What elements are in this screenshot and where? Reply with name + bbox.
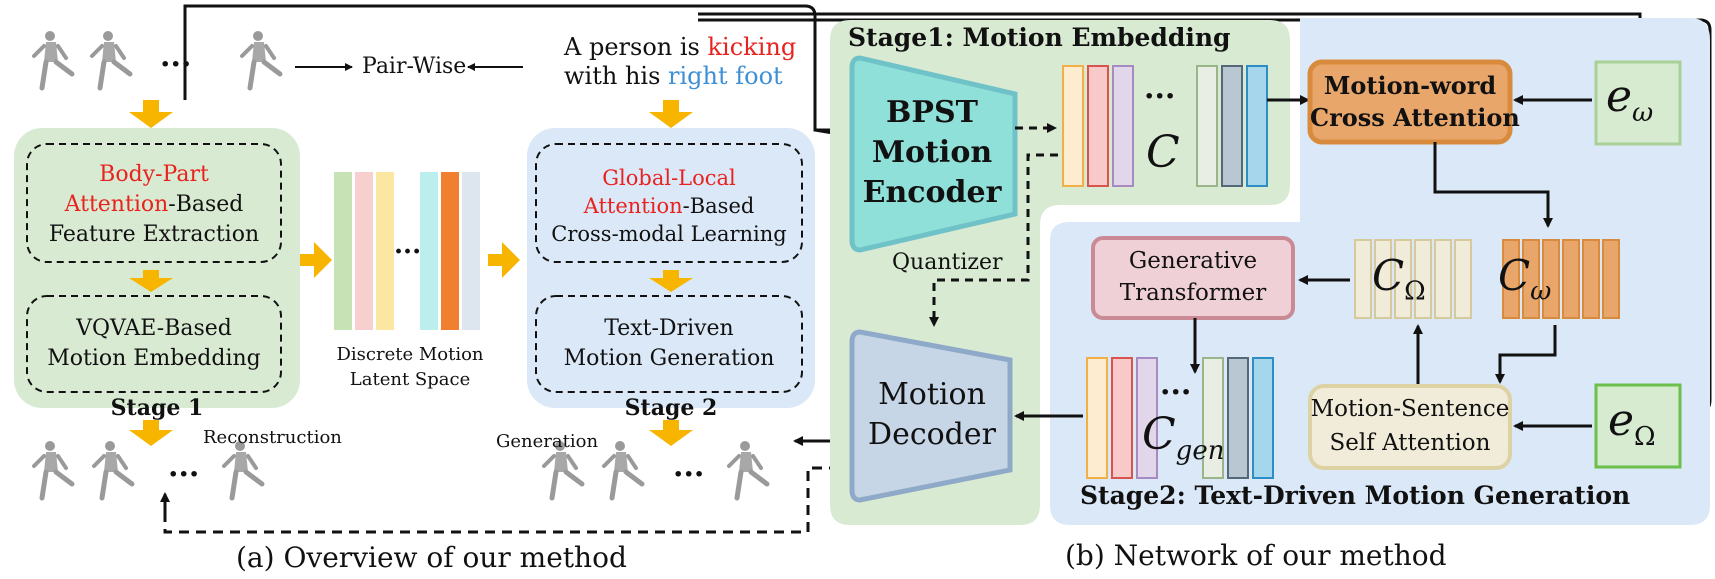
stage1-label: Stage 1 bbox=[110, 395, 204, 421]
e-omega-label: eω bbox=[1606, 71, 1654, 128]
c-omega-label: Cω bbox=[1498, 251, 1552, 307]
encoder-line2: Motion bbox=[871, 135, 993, 170]
cgen-bars bbox=[1086, 357, 1274, 479]
orange-flow-arrows bbox=[129, 100, 693, 446]
self-attention-line2: Self Attention bbox=[1329, 430, 1491, 456]
human-pose-figure-icon bbox=[94, 441, 132, 498]
human-pose-figure-icon bbox=[729, 441, 767, 498]
c-label: C bbox=[1146, 127, 1180, 178]
encoder-line1: BPST bbox=[886, 95, 978, 130]
pairwise-label: Pair-Wise bbox=[362, 54, 467, 79]
c-Omega-label: CΩ bbox=[1372, 251, 1426, 307]
stage2-box2-line2: Motion Generation bbox=[563, 346, 775, 371]
stage1-box1-line3: Feature Extraction bbox=[48, 222, 260, 247]
caption-b: (b) Network of our method bbox=[1065, 539, 1447, 572]
cross-attention-line1: Motion-word bbox=[1323, 71, 1497, 100]
human-pose-figure-icon bbox=[34, 31, 72, 88]
bottom-pose-figures bbox=[34, 441, 767, 498]
gen-transformer-line1: Generative bbox=[1128, 248, 1258, 274]
human-pose-figure-icon bbox=[34, 441, 72, 498]
bottom-dots-left: ··· bbox=[168, 457, 200, 492]
stage2-crossmodal-box bbox=[535, 143, 803, 263]
stage1-box1-line2: Attention-Based bbox=[64, 192, 244, 217]
human-pose-figure-icon bbox=[604, 441, 642, 498]
c-dots: ··· bbox=[1144, 79, 1176, 114]
stage2-box1-line2: Attention-Based bbox=[583, 194, 755, 218]
caption-a: (a) Overview of our method bbox=[236, 541, 627, 574]
stage2-label: Stage 2 bbox=[624, 395, 718, 421]
prompt-line2: with his right foot bbox=[564, 62, 783, 90]
top-pose-figures bbox=[34, 31, 280, 88]
motion-decoder-shape bbox=[849, 329, 1013, 503]
latent-dots: ··· bbox=[394, 237, 422, 267]
human-pose-figure-icon bbox=[92, 31, 130, 88]
latent-label-line2: Latent Space bbox=[349, 369, 471, 390]
c-omega-bars bbox=[1502, 239, 1620, 319]
quantizer-label: Quantizer bbox=[892, 250, 1003, 275]
cgen-label: Cgen bbox=[1142, 409, 1225, 466]
e-Omega-label: eΩ bbox=[1608, 395, 1656, 452]
stage2-generation-box bbox=[535, 295, 803, 393]
stage2-box1-line3: Cross-modal Learning bbox=[551, 222, 787, 246]
latent-space-bars bbox=[334, 172, 480, 330]
bpst-encoder-shape bbox=[849, 55, 1018, 253]
network-stage2-title: Stage2: Text-Driven Motion Generation bbox=[1080, 481, 1631, 510]
stage1-box2-line1: VQVAE-Based bbox=[76, 316, 232, 341]
generation-label: Generation bbox=[496, 431, 599, 452]
stage1-box2-line2: Motion Embedding bbox=[47, 346, 261, 371]
reconstruction-label: Reconstruction bbox=[203, 427, 342, 448]
self-attention-box bbox=[1308, 384, 1512, 470]
bottom-dots-right: ··· bbox=[673, 457, 705, 492]
codebook-bars-c bbox=[1062, 65, 1268, 187]
reconstruction-loop-line bbox=[163, 466, 850, 534]
decoder-line2: Decoder bbox=[868, 417, 996, 452]
stage1-vqvae-box bbox=[26, 295, 282, 393]
top-loop-line bbox=[183, 4, 840, 132]
gen-transformer-line2: Transformer bbox=[1119, 280, 1267, 306]
top-dots: ··· bbox=[160, 47, 192, 82]
e-omega-box bbox=[1594, 60, 1682, 146]
stage2-box2-line1: Text-Driven bbox=[604, 316, 734, 341]
stage1-box1-line1: Body-Part bbox=[99, 162, 209, 187]
e-Omega-box bbox=[1594, 383, 1682, 469]
cross-attention-box bbox=[1307, 59, 1513, 145]
stage1-feature-box bbox=[26, 143, 282, 263]
encoder-line3: Encoder bbox=[862, 175, 1002, 210]
cross-attention-line2: Cross Attention bbox=[1310, 103, 1520, 132]
stage2-panel bbox=[527, 128, 815, 408]
latent-label-line1: Discrete Motion bbox=[336, 344, 484, 365]
network-stage1-title: Stage1: Motion Embedding bbox=[848, 23, 1231, 52]
c-Omega-bars bbox=[1354, 239, 1472, 319]
prompt-line1: A person is kicking bbox=[564, 33, 797, 61]
generative-transformer-box bbox=[1091, 236, 1295, 320]
stage2-box1-line1: Global-Local bbox=[602, 166, 736, 190]
cgen-dots: ··· bbox=[1160, 375, 1192, 410]
quantizer-path bbox=[929, 153, 1058, 327]
self-attention-line1: Motion-Sentence bbox=[1310, 396, 1510, 422]
decoder-line1: Motion bbox=[878, 377, 986, 412]
human-pose-figure-icon bbox=[242, 31, 280, 88]
stage1-panel bbox=[14, 128, 300, 408]
human-pose-figure-icon bbox=[224, 441, 262, 498]
